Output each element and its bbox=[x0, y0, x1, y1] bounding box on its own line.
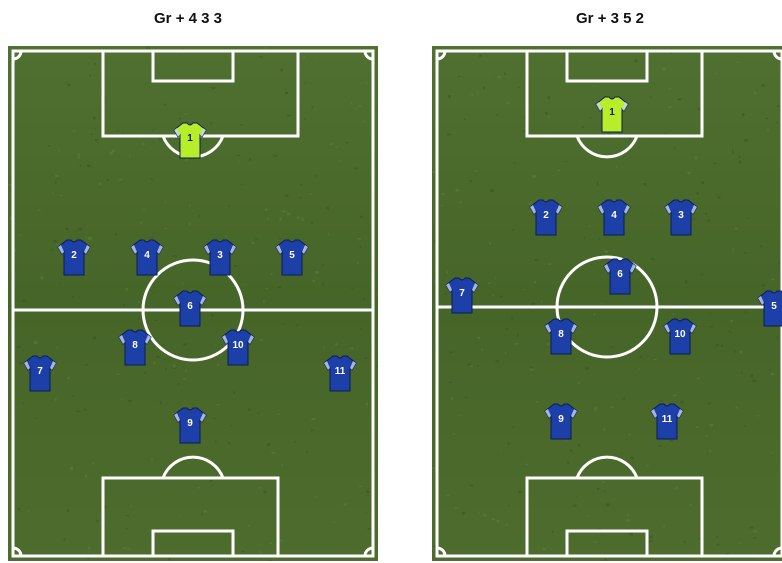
player-number: 3 bbox=[203, 250, 237, 261]
player-number: 5 bbox=[757, 301, 782, 312]
player-number: 7 bbox=[23, 366, 57, 377]
goalkeeper-shirt: 1 bbox=[173, 120, 207, 160]
player-number: 8 bbox=[544, 329, 578, 340]
player-number: 2 bbox=[529, 210, 563, 221]
player-number: 10 bbox=[221, 340, 255, 351]
player-shirt: 9 bbox=[544, 401, 578, 441]
player-number: 7 bbox=[445, 288, 479, 299]
player-shirt: 7 bbox=[445, 275, 479, 315]
player-shirt: 10 bbox=[663, 316, 697, 356]
player-shirt: 11 bbox=[650, 401, 684, 441]
player-number: 1 bbox=[595, 107, 629, 118]
player-number: 11 bbox=[323, 366, 357, 377]
player-shirt: 3 bbox=[203, 237, 237, 277]
player-shirt: 6 bbox=[173, 288, 207, 328]
player-number: 3 bbox=[664, 210, 698, 221]
pitch-diagram-left: 1 2 4 3 5 6 8 10 7 11 9 bbox=[8, 46, 378, 561]
formation-title-right: Gr + 3 5 2 bbox=[510, 10, 710, 27]
player-number: 6 bbox=[173, 301, 207, 312]
player-shirt: 5 bbox=[275, 237, 309, 277]
player-number: 2 bbox=[57, 250, 91, 261]
player-shirt: 6 bbox=[603, 256, 637, 296]
player-number: 5 bbox=[275, 250, 309, 261]
player-shirt: 4 bbox=[130, 237, 164, 277]
player-number: 8 bbox=[118, 340, 152, 351]
pitch-diagram-right: 1 2 4 3 6 7 5 8 10 9 11 bbox=[432, 46, 782, 561]
player-number: 1 bbox=[173, 133, 207, 144]
player-shirt: 2 bbox=[529, 197, 563, 237]
player-shirt: 9 bbox=[173, 405, 207, 445]
player-shirt: 8 bbox=[544, 316, 578, 356]
player-shirt: 7 bbox=[23, 353, 57, 393]
player-number: 6 bbox=[603, 269, 637, 280]
player-shirt: 3 bbox=[664, 197, 698, 237]
goalkeeper-shirt: 1 bbox=[595, 94, 629, 134]
player-shirt: 11 bbox=[323, 353, 357, 393]
formation-title-left: Gr + 4 3 3 bbox=[88, 10, 288, 27]
player-shirt: 2 bbox=[57, 237, 91, 277]
player-number: 11 bbox=[650, 414, 684, 425]
player-number: 9 bbox=[173, 418, 207, 429]
player-shirt: 10 bbox=[221, 327, 255, 367]
player-number: 4 bbox=[130, 250, 164, 261]
player-number: 4 bbox=[597, 210, 631, 221]
player-number: 10 bbox=[663, 329, 697, 340]
player-number: 9 bbox=[544, 414, 578, 425]
player-shirt: 5 bbox=[757, 288, 782, 328]
player-shirt: 8 bbox=[118, 327, 152, 367]
player-shirt: 4 bbox=[597, 197, 631, 237]
